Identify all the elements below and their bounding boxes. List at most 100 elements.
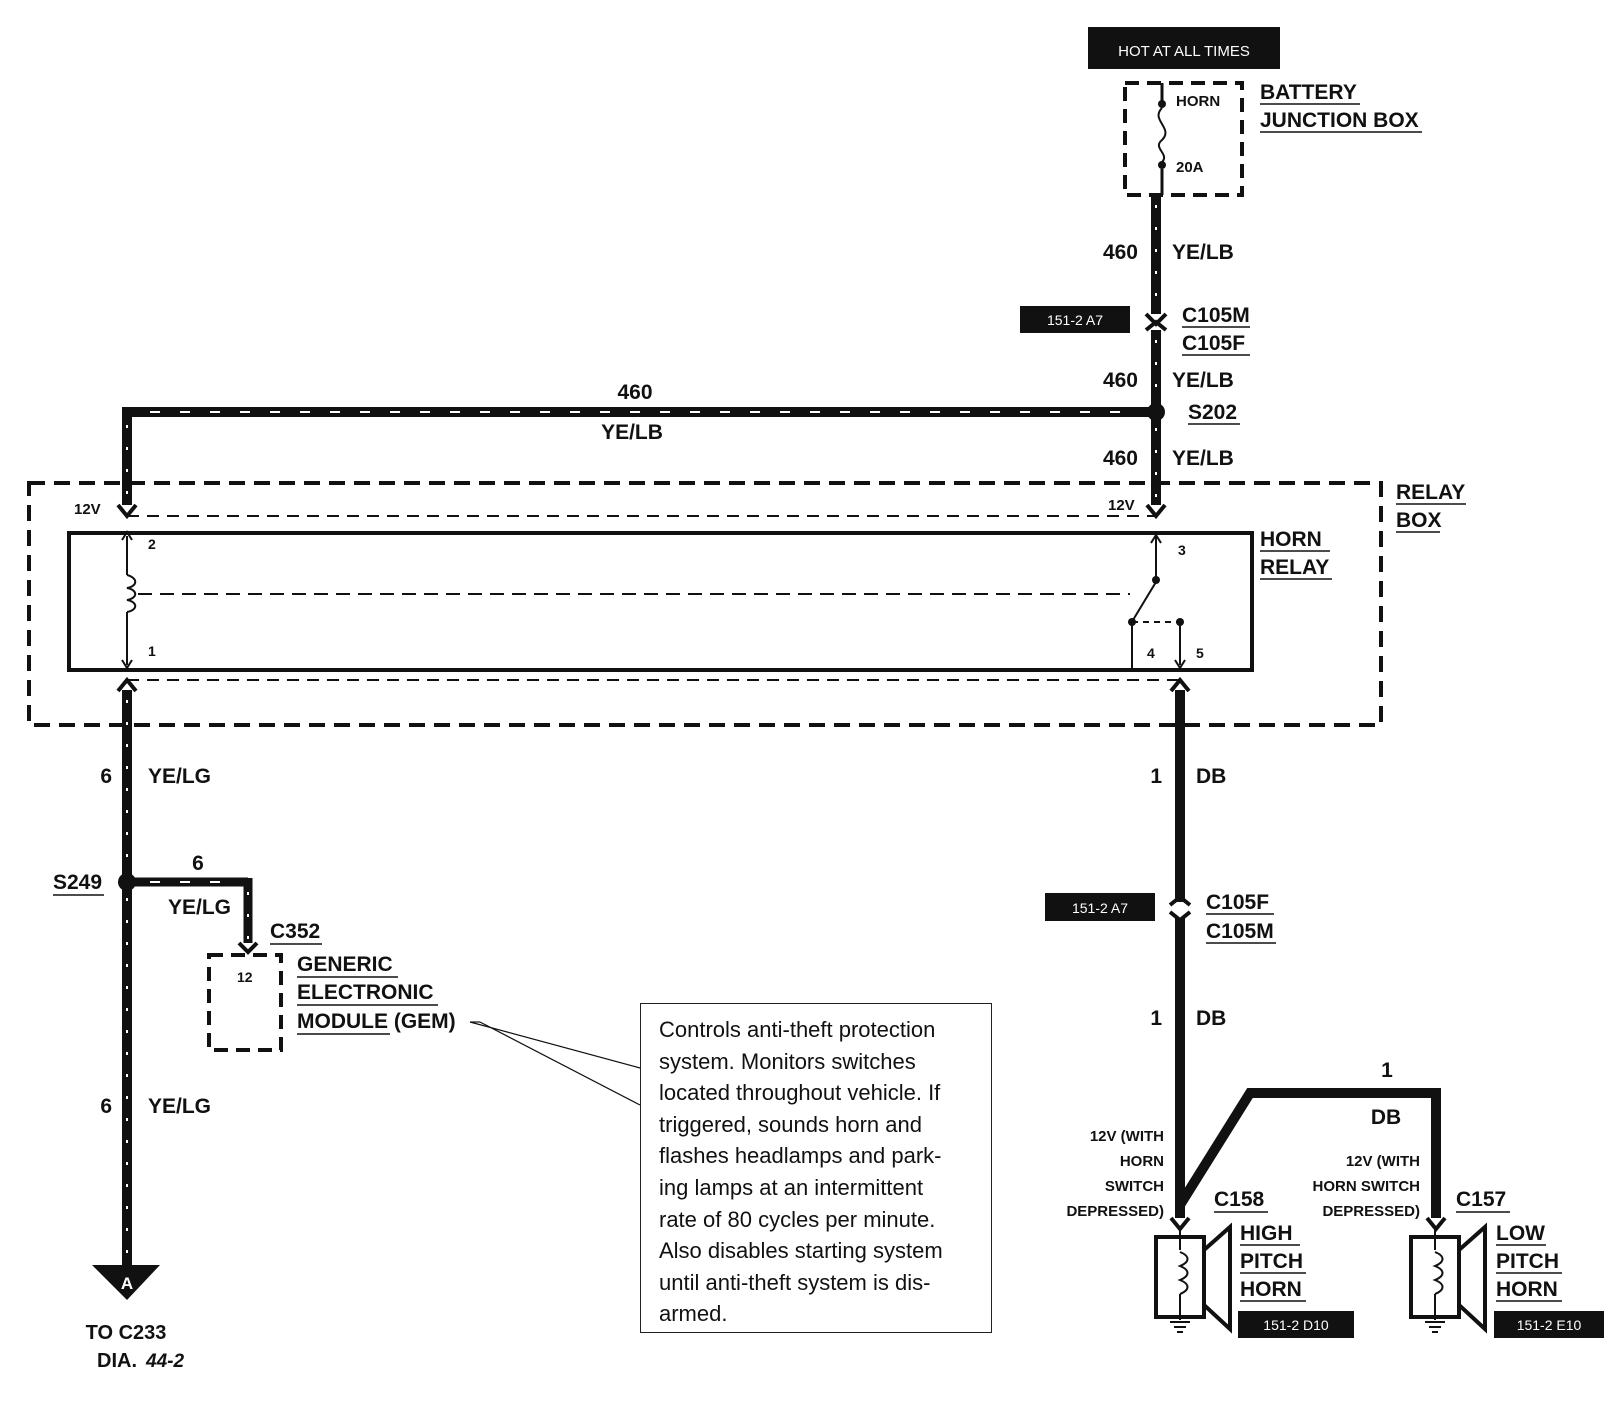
- relay-pin-1-label: 1: [148, 643, 156, 659]
- v12-right-label: 12V: [1108, 497, 1135, 514]
- gem-label-line1: GENERIC: [297, 953, 393, 976]
- relay-pin-3-label: 3: [1178, 542, 1186, 558]
- low-horn-condition-line3: DEPRESSED): [1322, 1203, 1420, 1220]
- note-line: rate of 80 cycles per minute.: [659, 1206, 936, 1232]
- wire-6-number-branch: 6: [192, 852, 204, 875]
- high-pitch-horn-label-line2: PITCH: [1240, 1250, 1303, 1273]
- c105f-lower-label: C105F: [1206, 891, 1269, 914]
- ref-badge-151-2-d10: [1238, 1311, 1354, 1338]
- c105m-lower-label: C105M: [1206, 920, 1274, 943]
- gem-pin-12-label: 12: [237, 969, 253, 985]
- note-line: armed.: [659, 1301, 728, 1327]
- ref-badge-151-2-e10-text: 151-2 E10: [1517, 1317, 1582, 1333]
- gem-module-outline: [207, 953, 283, 1052]
- v12-left-label: 12V: [74, 501, 101, 518]
- ref-badge-151-2-a7-upper-text: 151-2 A7: [1047, 312, 1103, 328]
- c105m-upper-label: C105M: [1182, 304, 1250, 327]
- ref-badge-151-2-a7-lower: [1045, 893, 1155, 921]
- low-pitch-horn-label-line3: HORN: [1496, 1278, 1558, 1301]
- high-horn-condition-line3: SWITCH: [1105, 1178, 1164, 1195]
- note-line: triggered, sounds horn and: [659, 1111, 922, 1137]
- note-line: until anti-theft system is dis-: [659, 1269, 931, 1295]
- note-line: located throughout vehicle. If: [659, 1080, 941, 1106]
- relay-coil-icon: [121, 530, 137, 670]
- ref-badge-151-2-d10-text: 151-2 D10: [1263, 1317, 1329, 1333]
- wire-460-horizontal: [122, 407, 1156, 505]
- wire-460-color-2: YE/LB: [1172, 369, 1234, 392]
- wire-1-color-1: DB: [1196, 765, 1226, 788]
- wire-6-color-branch: YE/LG: [168, 896, 231, 919]
- note-line: ing lamps at an intermittent: [659, 1174, 924, 1200]
- s249-label: S249: [53, 871, 102, 894]
- c105f-upper-label: C105F: [1182, 332, 1245, 355]
- relay-box-terminal-left-bottom: [116, 676, 138, 693]
- high-pitch-horn-icon: [1154, 1222, 1232, 1334]
- horn-relay-body: [67, 531, 1254, 672]
- relay-switch-icon: [1128, 533, 1186, 670]
- wire-6-number-2: 6: [100, 1095, 112, 1118]
- gem-description-note: Controls anti-theft protection system. M…: [640, 1003, 992, 1333]
- note-callout-lines: [469, 1021, 641, 1106]
- wire-1-number-1: 1: [1150, 765, 1162, 788]
- relay-box-terminal-right-bottom: [1169, 676, 1191, 693]
- note-line: system. Monitors switches: [659, 1048, 916, 1074]
- gem-label-line2: ELECTRONIC: [297, 981, 434, 1004]
- wire-460-color-horizontal: YE/LB: [601, 421, 663, 444]
- wire-6-color-2: YE/LG: [148, 1095, 211, 1118]
- c158-terminal-icon: [1169, 1216, 1191, 1233]
- relay-box-label-line2: BOX: [1396, 509, 1442, 532]
- horn-relay-label-line1: HORN: [1260, 528, 1322, 551]
- low-horn-condition-line2: HORN SWITCH: [1313, 1178, 1421, 1195]
- wire-460-color-3: YE/LB: [1172, 447, 1234, 470]
- bjb-label-line2: JUNCTION BOX: [1260, 109, 1419, 132]
- high-pitch-horn-label-line1: HIGH: [1240, 1222, 1293, 1245]
- low-pitch-horn-icon: [1409, 1222, 1487, 1334]
- note-line: Controls anti-theft protection: [659, 1017, 936, 1042]
- fuse-icon: [1157, 83, 1167, 195]
- horn-relay-label-line2: RELAY: [1260, 556, 1329, 579]
- c157-terminal-icon: [1425, 1216, 1447, 1233]
- s202-label: S202: [1188, 401, 1237, 424]
- bjb-label-line1: BATTERY: [1260, 81, 1357, 104]
- dia-prefix-label: DIA.: [97, 1350, 137, 1372]
- dia-number-label: 44-2: [145, 1351, 184, 1372]
- relay-pin-5-label: 5: [1196, 645, 1204, 661]
- wire-1-color-2: DB: [1196, 1007, 1226, 1030]
- wire-6-branch: [127, 877, 253, 943]
- high-pitch-horn-label-line3: HORN: [1240, 1278, 1302, 1301]
- ref-badge-151-2-a7-upper: [1020, 306, 1130, 333]
- wire-460-number-2: 460: [1103, 369, 1138, 392]
- wire-1-number-branch: 1: [1381, 1059, 1393, 1082]
- hot-at-all-times-label: HOT AT ALL TIMES: [1118, 43, 1250, 60]
- off-page-arrow-letter: A: [121, 1274, 133, 1293]
- wire-1-number-2: 1: [1150, 1007, 1162, 1030]
- low-horn-condition-line1: 12V (WITH: [1346, 1153, 1420, 1170]
- fuse-name-label: HORN: [1176, 93, 1220, 110]
- wire-1-db-branch: [1175, 1088, 1441, 1218]
- to-c233-label: TO C233: [86, 1322, 167, 1344]
- wire-460-color-1: YE/LB: [1172, 241, 1234, 264]
- c157-label: C157: [1456, 1188, 1506, 1211]
- c105-connector-upper-icon: [1144, 312, 1168, 332]
- c158-label: C158: [1214, 1188, 1265, 1211]
- high-horn-condition-line1: 12V (WITH: [1090, 1128, 1164, 1145]
- relay-box-terminal-left-top: [116, 503, 138, 520]
- note-line: flashes headlamps and park-: [659, 1143, 942, 1169]
- note-line: Also disables starting system: [659, 1238, 943, 1264]
- low-pitch-horn-label-line2: PITCH: [1496, 1250, 1559, 1273]
- c352-terminal-icon: [237, 941, 259, 955]
- ref-badge-151-2-a7-lower-text: 151-2 A7: [1072, 900, 1128, 916]
- hot-at-all-times-banner: [1088, 27, 1280, 69]
- wire-1-color-branch: DB: [1371, 1106, 1401, 1129]
- low-pitch-horn-label-line1: LOW: [1496, 1222, 1545, 1245]
- wire-460-number-3: 460: [1103, 447, 1138, 470]
- battery-junction-box-outline: [1123, 81, 1244, 197]
- ref-badge-151-2-e10: [1494, 1311, 1604, 1338]
- gem-label-line3: MODULE (GEM): [297, 1010, 456, 1033]
- wire-460-number-horizontal: 460: [617, 381, 652, 404]
- off-page-arrow-icon: [92, 1265, 160, 1300]
- fuse-rating-label: 20A: [1176, 159, 1204, 176]
- relay-pin-4-label: 4: [1147, 645, 1155, 661]
- wire-6-color-1: YE/LG: [148, 765, 211, 788]
